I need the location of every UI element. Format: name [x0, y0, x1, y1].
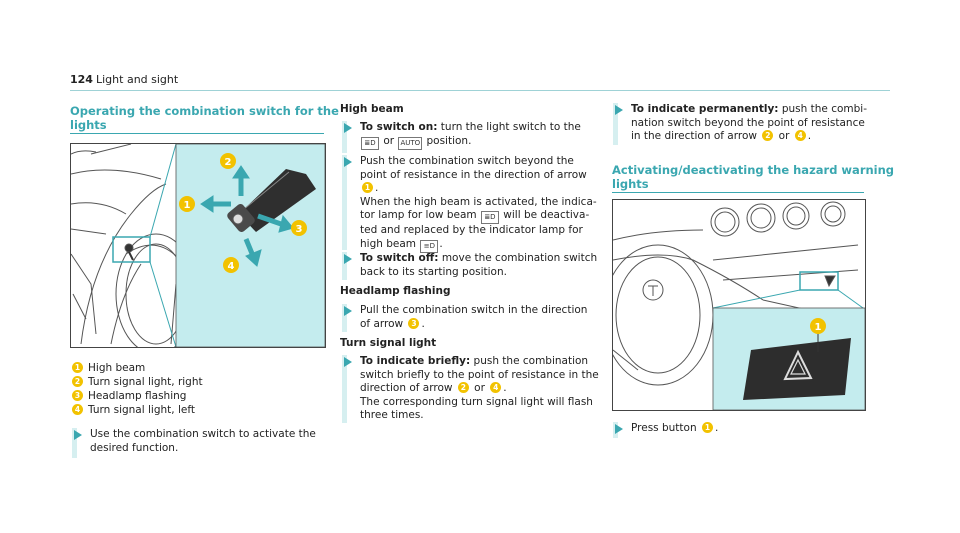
hazard-button-figure: 1: [602, 199, 866, 411]
step-bar: [342, 355, 347, 423]
step-switch-on: To switch on: turn the light switch to t…: [342, 121, 602, 150]
heading-headlamp-flashing: Headlamp flashing: [340, 285, 451, 297]
section-title: Light and sight: [96, 73, 179, 86]
svg-text:4: 4: [228, 261, 235, 272]
step-indicate-briefly: To indicate briefly: push the combinatio…: [342, 355, 607, 423]
instruction-step: Use the combination switch to activate t…: [72, 428, 322, 455]
step-bar: [342, 304, 347, 332]
step-bar: [342, 121, 347, 153]
step-arrow-icon: [344, 306, 352, 316]
callout-3: 3: [291, 220, 307, 236]
svg-text:1: 1: [815, 322, 822, 333]
svg-text:2: 2: [225, 157, 232, 168]
callout-1: 1: [810, 318, 826, 334]
high-beam-icon: ≡D: [420, 239, 439, 253]
step-switch-off: To switch off: move the combination swit…: [342, 252, 602, 279]
section-heading-combination-switch: Operating the combination switch for the…: [70, 104, 339, 132]
step-arrow-icon: [344, 123, 352, 133]
combination-switch-figure: 1 2 3 4: [70, 143, 326, 355]
step-activate-high-beam: Push the combination switch beyond the p…: [342, 155, 602, 253]
header-divider: [70, 90, 890, 91]
step-bar: [613, 103, 618, 145]
step-bar: [72, 428, 77, 458]
step-arrow-icon: [74, 430, 82, 440]
step-indicate-permanently: To indicate permanently: push the combi-…: [613, 103, 873, 144]
heading-turn-signal: Turn signal light: [340, 337, 437, 349]
callout-2: 2: [220, 153, 236, 169]
low-beam-icon: ≣D: [361, 136, 379, 150]
page-number: 124: [70, 73, 93, 86]
callout-1: 1: [179, 196, 195, 212]
step-press-button: Press button 1.: [613, 422, 863, 436]
auto-light-icon: AUTO: [398, 136, 423, 150]
hazard-button-illustration: 1: [602, 201, 866, 411]
step-arrow-icon: [344, 357, 352, 367]
heading-rule: [612, 192, 864, 193]
combination-switch-illustration: 1 2 3 4: [70, 143, 326, 355]
heading-rule: [70, 133, 324, 134]
step-bar: [342, 252, 347, 280]
svg-text:3: 3: [296, 224, 303, 235]
section-heading-hazard: Activating/deactivating the hazard warni…: [612, 163, 895, 191]
callout-4: 4: [223, 257, 239, 273]
heading-high-beam: High beam: [340, 103, 404, 115]
svg-text:1: 1: [184, 200, 191, 211]
step-bar: [342, 155, 347, 250]
step-arrow-icon: [344, 157, 352, 167]
step-arrow-icon: [344, 254, 352, 264]
step-arrow-icon: [615, 424, 623, 434]
step-headlamp-flashing: Pull the combination switch in the direc…: [342, 304, 602, 331]
step-arrow-icon: [615, 105, 623, 115]
low-beam-icon: ≣D: [480, 211, 499, 224]
